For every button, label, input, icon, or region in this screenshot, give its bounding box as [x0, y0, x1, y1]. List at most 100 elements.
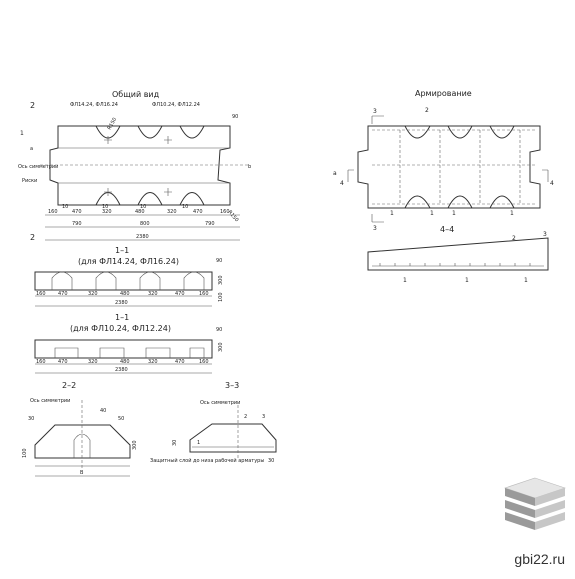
dim-b: b	[248, 164, 251, 170]
sec11b-dim-3: 480	[120, 359, 130, 365]
sec11b-dim-0: 160	[36, 359, 46, 365]
sec11b-total: 2380	[115, 367, 128, 373]
sec11b-dim-6: 160	[199, 359, 209, 365]
sec11a-dim-3: 480	[120, 291, 130, 297]
sec44-num-2: 2	[512, 235, 516, 242]
dim-a: а	[30, 146, 33, 152]
sec11b-outline	[34, 339, 213, 359]
top-dim-4: 320	[167, 209, 177, 215]
sec33-num-1: 1	[197, 440, 200, 446]
top-cutout-2	[137, 125, 163, 139]
sec11a-total: 2380	[115, 300, 128, 306]
dim-10-b: 10	[102, 204, 108, 210]
label-fl10-12: ФЛ10.24, ФЛ12.24	[152, 102, 200, 108]
sec33-dim-30b: 30	[268, 458, 274, 464]
sec44-num-1a: 1	[403, 277, 407, 284]
dim-10-c: 10	[140, 204, 146, 210]
radius-top: R150	[107, 117, 119, 131]
sec22-void	[73, 433, 91, 458]
label-fl14-16: ФЛ14.24, ФЛ16.24	[70, 102, 118, 108]
sec44-title: 4–4	[440, 225, 454, 234]
mark-1-d: 1	[510, 210, 514, 217]
axis-label: Ось симметрии	[18, 164, 58, 170]
reinforcement-mesh	[372, 129, 536, 205]
sec11a-height: 300	[218, 275, 224, 285]
sec11a-dim-1: 470	[58, 291, 68, 297]
mid-dim-2: 790	[205, 221, 215, 227]
reinforcement-top-cutouts	[404, 125, 515, 139]
bottom-cutout-3	[179, 192, 205, 206]
general-view-title: Общий вид	[112, 90, 160, 99]
top-dim-1: 470	[72, 209, 82, 215]
sec11b-dim-1: 470	[58, 359, 68, 365]
sec11a-dim-4: 320	[148, 291, 158, 297]
sec11a-dim-6: 160	[199, 291, 209, 297]
sec11a-90: 90	[216, 258, 222, 264]
sec44-outline	[367, 237, 549, 271]
sec11b-voids	[54, 347, 205, 358]
section-mark-2-bottom: 2	[30, 233, 35, 242]
sec33-dim-30a: 30	[172, 440, 178, 446]
sec11a-voids	[51, 271, 205, 290]
top-dim-5: 470	[193, 209, 203, 215]
mark-3-top: 3	[373, 108, 377, 115]
mark-1-b: 1	[430, 210, 434, 217]
dim-10-d: 10	[182, 204, 188, 210]
sec11a-100: 100	[218, 292, 224, 302]
sec22-dim-40: 40	[100, 408, 106, 414]
sec33-note: Защитный слой до низа рабочей арматуры	[150, 457, 264, 464]
plate-outline	[49, 125, 231, 206]
top-cutout-3	[179, 125, 205, 139]
total-length: 2380	[136, 234, 149, 240]
section-4-4: 4–4 1 1 1 2 3	[367, 225, 549, 284]
marks-label: Риски	[22, 178, 37, 184]
sec33-title: 3–3	[225, 381, 239, 390]
sec22-dim-b: В	[80, 470, 84, 476]
section-1-1-a: 1–1 (для ФЛ14.24, ФЛ16.24) 160 470 320 4…	[34, 246, 224, 307]
sec11b-dim-5: 470	[175, 359, 185, 365]
section-2-2: 2–2 Ось симметрии 30 50 40 100 300 В	[22, 381, 138, 477]
sec11b-90: 90	[216, 327, 222, 333]
sec11a-dim-0: 160	[36, 291, 46, 297]
top-dim-3: 480	[135, 209, 145, 215]
sec22-dim-100: 100	[22, 448, 28, 458]
sec44-num-1c: 1	[524, 277, 528, 284]
sec22-dim-50: 50	[118, 416, 124, 422]
mark-3-bottom: 3	[373, 225, 377, 232]
sec22-title: 2–2	[62, 381, 76, 390]
sec33-num-3: 3	[262, 414, 265, 420]
sec11b-dim-2: 320	[88, 359, 98, 365]
reinforcement-cut-marks	[347, 115, 549, 223]
sec11b-dim-4: 320	[148, 359, 158, 365]
dim-10-a: 10	[62, 204, 68, 210]
sec11a-dim-5: 470	[175, 291, 185, 297]
mark-a: а	[333, 170, 337, 177]
section-mark-2-top: 2	[30, 101, 35, 110]
reinforcement-outline	[357, 125, 541, 209]
section-1-1-b: 1–1 (для ФЛ10.24, ФЛ12.24) 160 470 320 4…	[34, 313, 224, 374]
sec33-num-2: 2	[244, 414, 247, 420]
sec33-outline	[189, 423, 277, 453]
reinforcement-title: Армирование	[415, 89, 472, 98]
mark-2: 2	[425, 107, 429, 114]
mark-1-a: 1	[390, 210, 394, 217]
site-logo	[504, 477, 566, 530]
sec22-axis: Ось симметрии	[30, 398, 70, 404]
top-dim-0: 160	[48, 209, 58, 215]
mark-4-right: 4	[550, 180, 554, 187]
mark-1-c: 1	[452, 210, 456, 217]
sec22-dim-300: 300	[132, 440, 138, 450]
sec33-axis: Ось симметрии	[200, 400, 240, 406]
top-dim-6: 160	[220, 209, 230, 215]
bottom-cutout-2	[137, 192, 163, 206]
center-marks	[104, 136, 172, 196]
site-watermark: gbi22.ru	[514, 551, 565, 567]
sec11a-outline	[34, 271, 213, 291]
sec11a-subtitle: (для ФЛ14.24, ФЛ16.24)	[78, 257, 179, 266]
sec44-num-3: 3	[543, 231, 547, 238]
dim-90: 90	[232, 114, 238, 120]
sec11b-height: 300	[218, 342, 224, 352]
sec11b-subtitle: (для ФЛ10.24, ФЛ12.24)	[70, 324, 171, 333]
